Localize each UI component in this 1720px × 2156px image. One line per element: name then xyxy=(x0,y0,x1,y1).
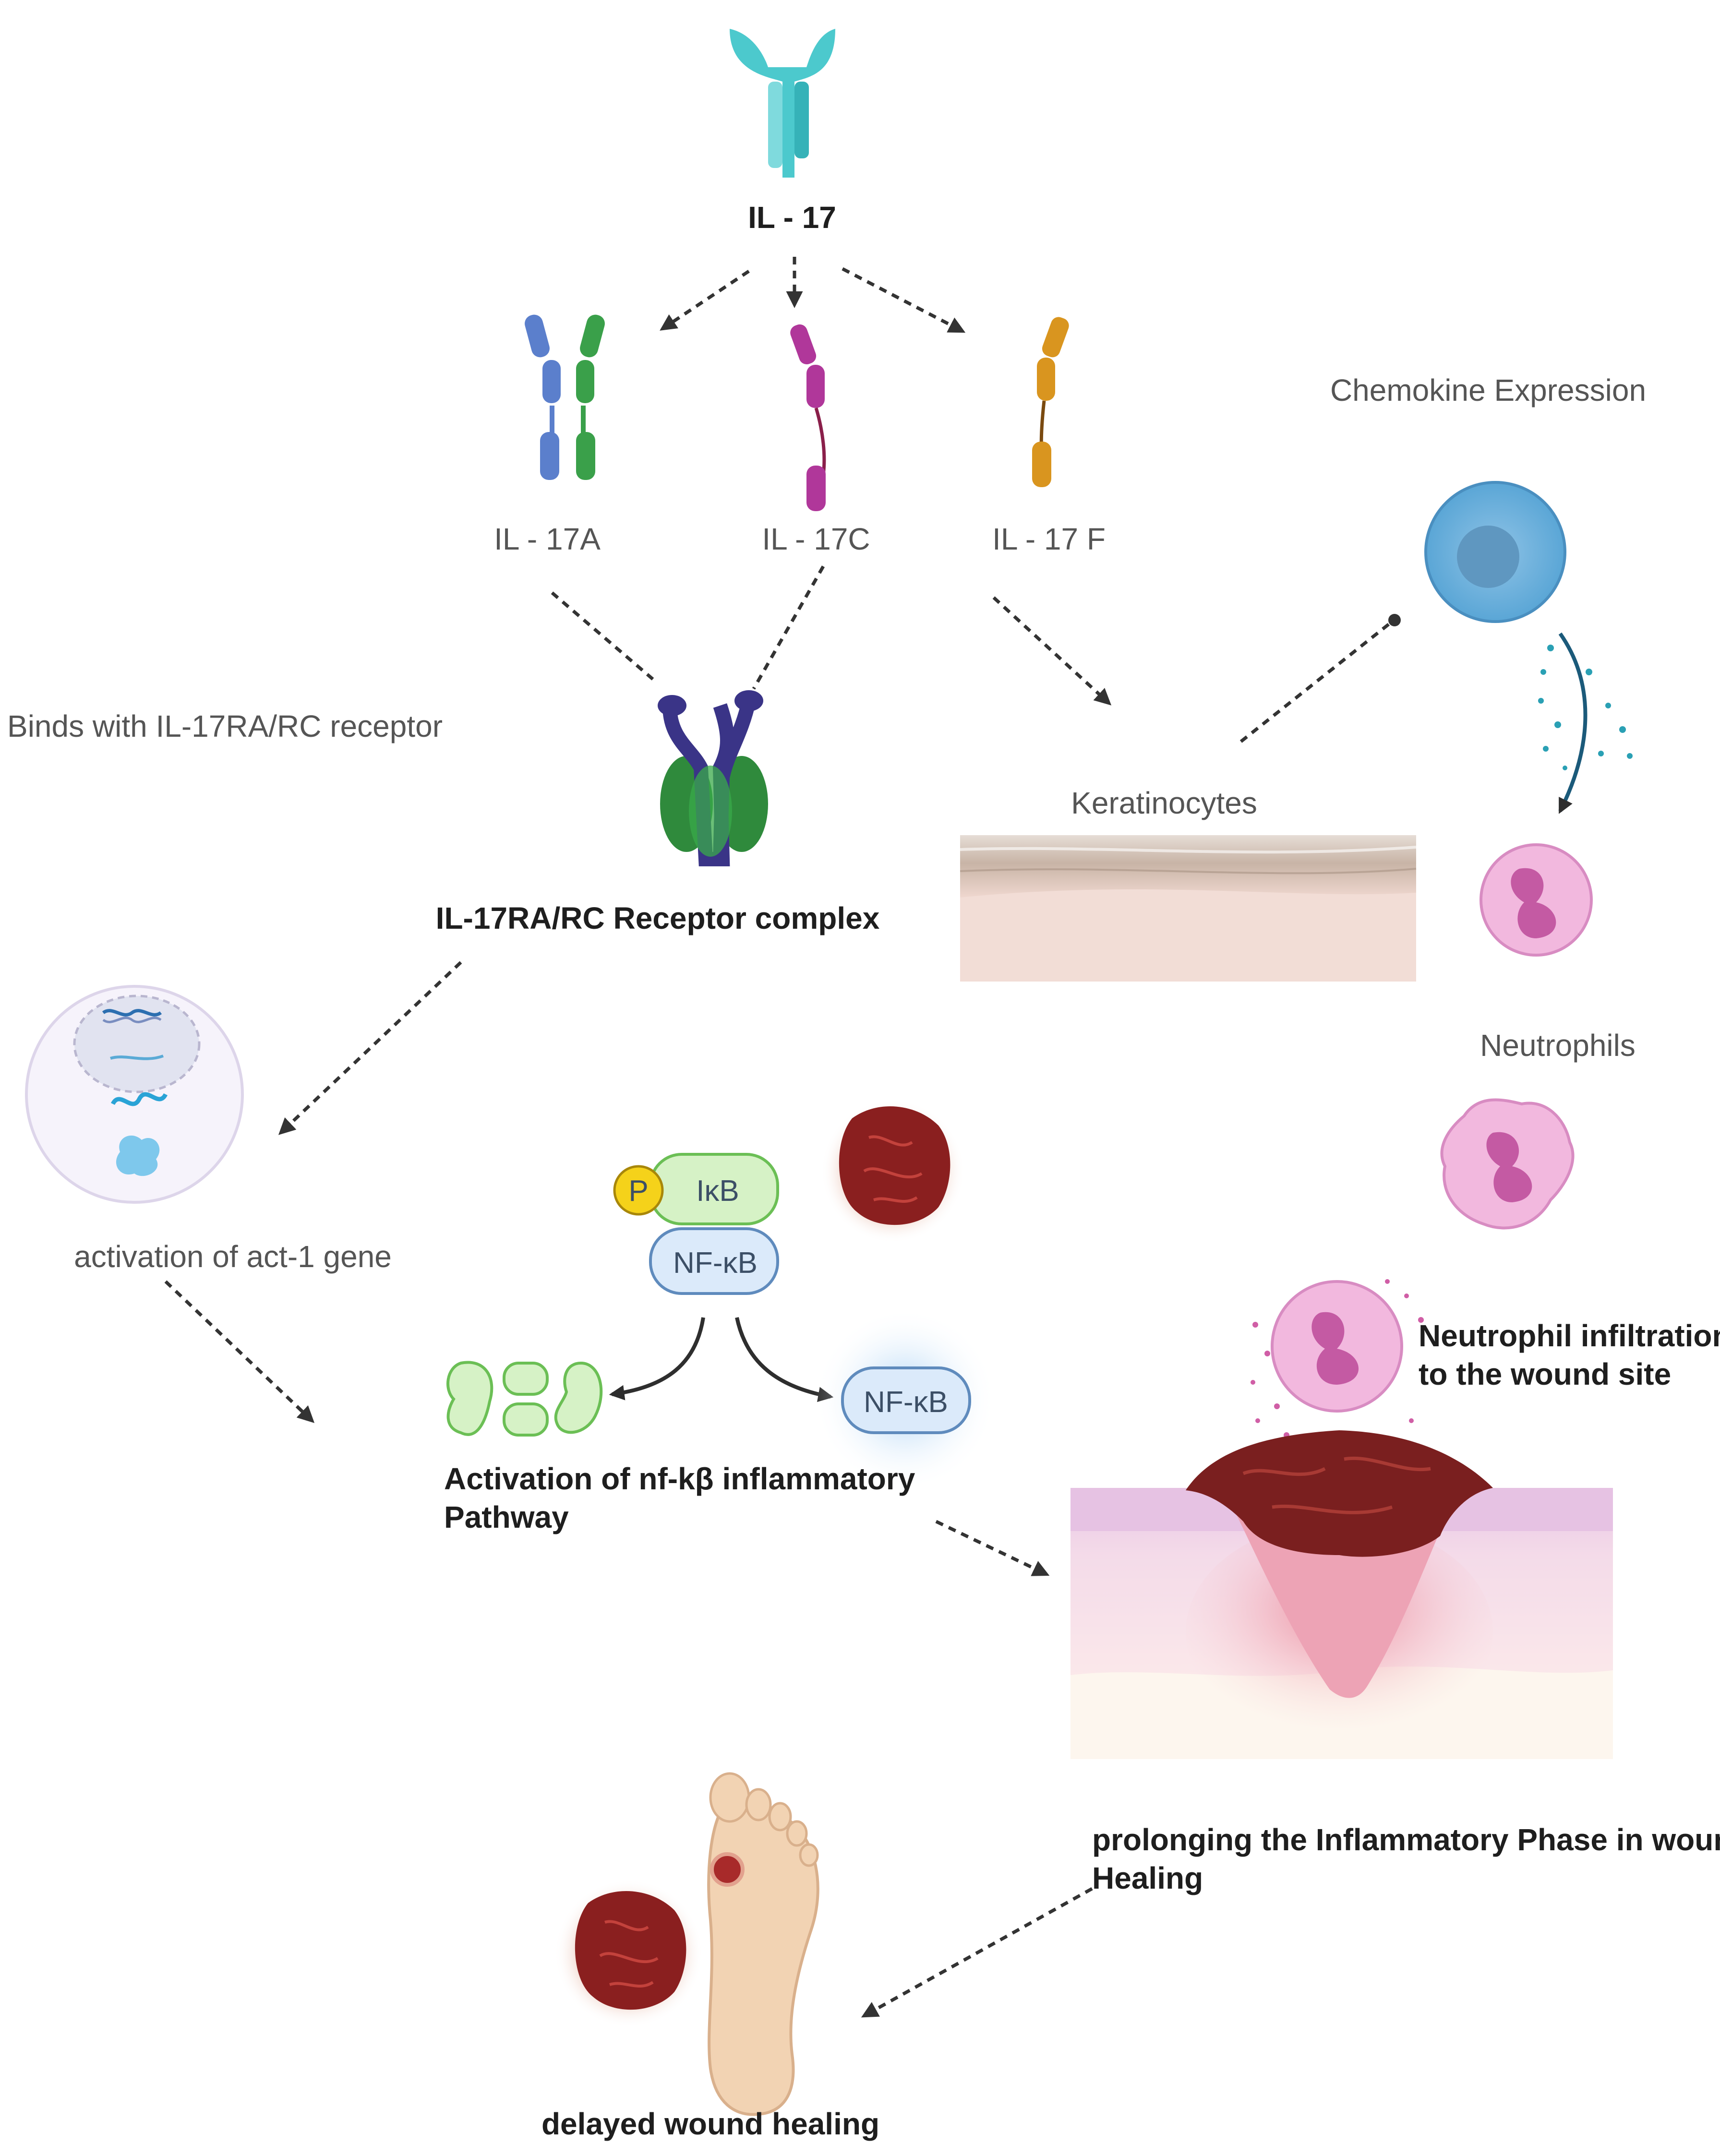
nfkb-pathway-label-1: Activation of nf-kβ inflammatory xyxy=(444,1461,915,1496)
wound-scab-icon xyxy=(821,1099,965,1243)
arrow-il17a-to-receptor xyxy=(551,591,654,681)
neutrophil-infiltration-label-1: Neutrophil infiltration xyxy=(1419,1318,1720,1353)
diabetic-foot-icon xyxy=(707,1772,819,2116)
phosphate-icon xyxy=(613,1165,664,1216)
ikb-nfkb-complex xyxy=(613,1153,779,1295)
free-nfkb-box xyxy=(841,1366,971,1434)
arrow-act1-to-nfkb xyxy=(164,1280,315,1423)
il17-cytokine-icon xyxy=(730,29,835,178)
chemokine-cell-icon xyxy=(1424,481,1566,623)
neutrophils-label: Neutrophils xyxy=(1480,1028,1636,1063)
infiltrating-neutrophil-icon xyxy=(1251,1279,1424,1438)
arrow-il17c-to-receptor xyxy=(752,565,825,690)
act1-gene-cell-icon xyxy=(25,985,244,1204)
prolonging-inflammation-label-1: prolonging the Inflammatory Phase in wou… xyxy=(1092,1822,1720,1857)
arrow-il17-to-il17f xyxy=(842,267,966,333)
free-nfkb-label: NF-κB xyxy=(864,1386,948,1419)
nfkb-complex-label: NF-κB xyxy=(673,1246,758,1280)
il17a-label: IL - 17A xyxy=(494,522,601,556)
il17f-receptor-icon xyxy=(1032,317,1069,487)
il17c-receptor-icon xyxy=(790,324,826,511)
arrow-wound-to-delayed-healing xyxy=(861,1887,1093,2018)
arrow-receptor-to-act1 xyxy=(278,961,462,1135)
arrow-pathway-to-wound xyxy=(935,1520,1050,1576)
il17-label: IL - 17 xyxy=(748,200,836,235)
il17c-label: IL - 17C xyxy=(762,522,870,556)
il17f-label: IL - 17 F xyxy=(992,522,1106,556)
receptor-complex-label: IL-17RA/RC Receptor complex xyxy=(436,901,880,935)
neutrophil-icon xyxy=(1479,843,1593,957)
phosphate-label: P xyxy=(628,1174,648,1208)
delayed-wound-healing-label: delayed wound healing xyxy=(541,2107,879,2141)
arrow-il17f-to-keratinocytes xyxy=(992,596,1112,706)
act1-gene-label: activation of act-1 gene xyxy=(74,1239,392,1274)
neutrophil-infiltration-label-2: to the wound site xyxy=(1419,1357,1671,1391)
wound-cross-section-icon xyxy=(1070,1430,1613,1759)
binds-receptor-label: Binds with IL-17RA/RC receptor xyxy=(7,709,443,743)
nfkb-pathway-label-2: Pathway xyxy=(444,1500,569,1534)
arrow-keratinocytes-to-chemokine xyxy=(1239,620,1394,743)
arrow-complex-to-free-nfkb xyxy=(735,1317,834,1402)
wound-scab-icon-2 xyxy=(554,1879,703,2028)
receptor-complex-icon xyxy=(658,690,768,866)
arrow-il17-to-il17a xyxy=(660,270,750,331)
chemokine-release-icon xyxy=(1538,632,1633,814)
neutrophil-icon-2 xyxy=(1440,1098,1575,1230)
il17a-receptor-icon xyxy=(525,314,605,480)
ikb-label: IκB xyxy=(696,1174,739,1208)
arrow-dot xyxy=(1388,614,1401,626)
prolonging-inflammation-label-2: Healing xyxy=(1092,1861,1203,1895)
keratinocytes-label: Keratinocytes xyxy=(1071,786,1257,820)
degraded-ikb-fragments-icon xyxy=(446,1361,603,1437)
chemokine-expression-label: Chemokine Expression xyxy=(1330,373,1646,407)
keratinocyte-skin-icon xyxy=(960,835,1417,982)
arrow-complex-to-degraded-ikb xyxy=(609,1317,705,1401)
